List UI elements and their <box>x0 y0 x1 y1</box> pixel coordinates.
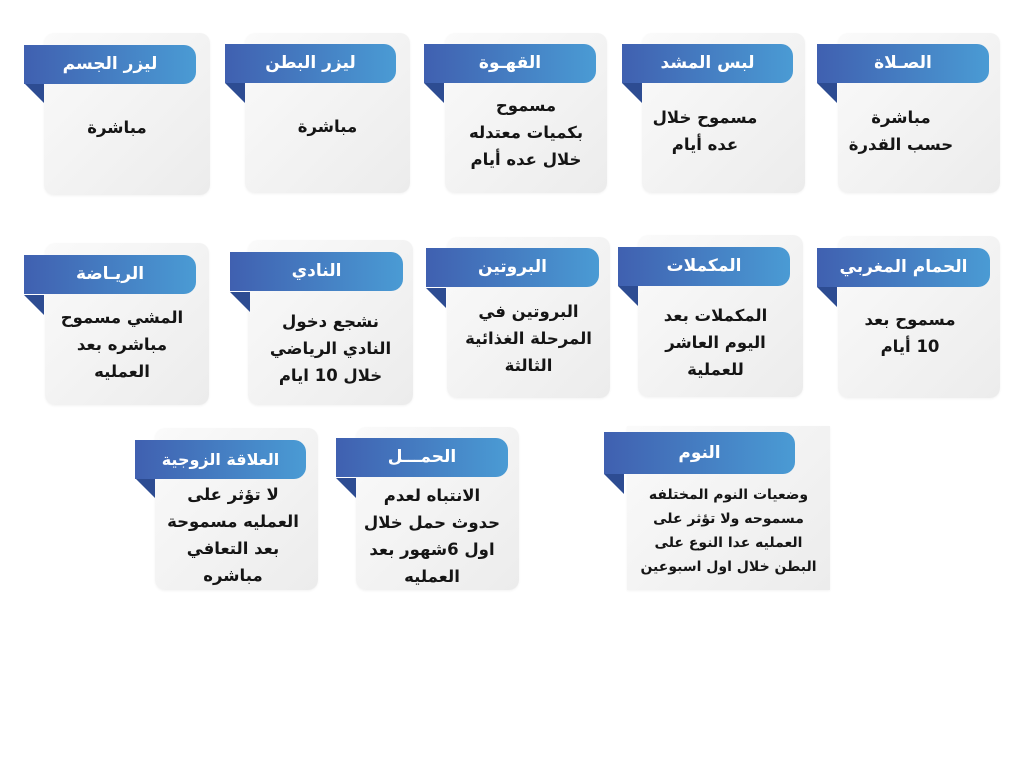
card-body: المشي مسموح مباشره بعد العمليه <box>60 308 184 381</box>
card-body: لا تؤثر على العمليه مسموحة بعد التعافي م… <box>167 485 299 585</box>
card-title: النوم <box>604 432 795 474</box>
card-body: مباشرة حسب القدرة <box>848 108 954 154</box>
card-title: القهـوة <box>424 44 596 83</box>
card-body: مسموح خلال عده أيام <box>652 108 758 154</box>
card-title: البروتين <box>426 248 599 287</box>
card-body: المكملات بعد اليوم العاشر للعملية <box>663 306 768 379</box>
card-title: الحمـــل <box>336 438 508 477</box>
ribbon-fold <box>336 478 356 498</box>
card-body: نشجع دخول النادي الرياضي خلال 10 ايام <box>269 312 392 385</box>
card-title: المكملات <box>618 247 790 286</box>
ribbon-fold <box>618 286 638 306</box>
ribbon-fold <box>817 287 837 307</box>
card-title: العلاقة الزوجية <box>135 440 306 479</box>
card-title: ليزر البطن <box>225 44 396 83</box>
ribbon-fold <box>817 83 837 103</box>
card-title: النادي <box>230 252 403 291</box>
card-title: الصـلاة <box>817 44 989 83</box>
ribbon-fold <box>426 288 446 308</box>
ribbon-fold <box>622 83 642 103</box>
card-title: الحمام المغربي <box>817 248 990 287</box>
ribbon-fold <box>24 83 44 103</box>
ribbon-fold <box>424 83 444 103</box>
card-body: مباشرة <box>297 117 358 136</box>
card-body: مسموح بكميات معتدله خلال عده أيام <box>468 96 584 169</box>
card-body: البروتين في المرحلة الغذائية الثالثة <box>465 302 592 375</box>
card-title: الريـاضة <box>24 255 196 294</box>
card-title: ليزر الجسم <box>24 45 196 84</box>
ribbon-fold <box>604 474 624 494</box>
ribbon-fold <box>135 478 155 498</box>
card-body: مسموح بعد 10 أيام <box>864 310 956 356</box>
ribbon-fold <box>225 83 245 103</box>
ribbon-fold <box>24 295 44 315</box>
card-title: لبس المشد <box>622 44 793 83</box>
card-body: وضعيات النوم المختلفه مسموحه ولا تؤثر عل… <box>640 487 817 575</box>
card-body: الانتباه لعدم حدوث حمل خلال اول 6شهور بع… <box>363 486 501 586</box>
card-body: مباشرة <box>87 118 147 137</box>
ribbon-fold <box>230 292 250 312</box>
